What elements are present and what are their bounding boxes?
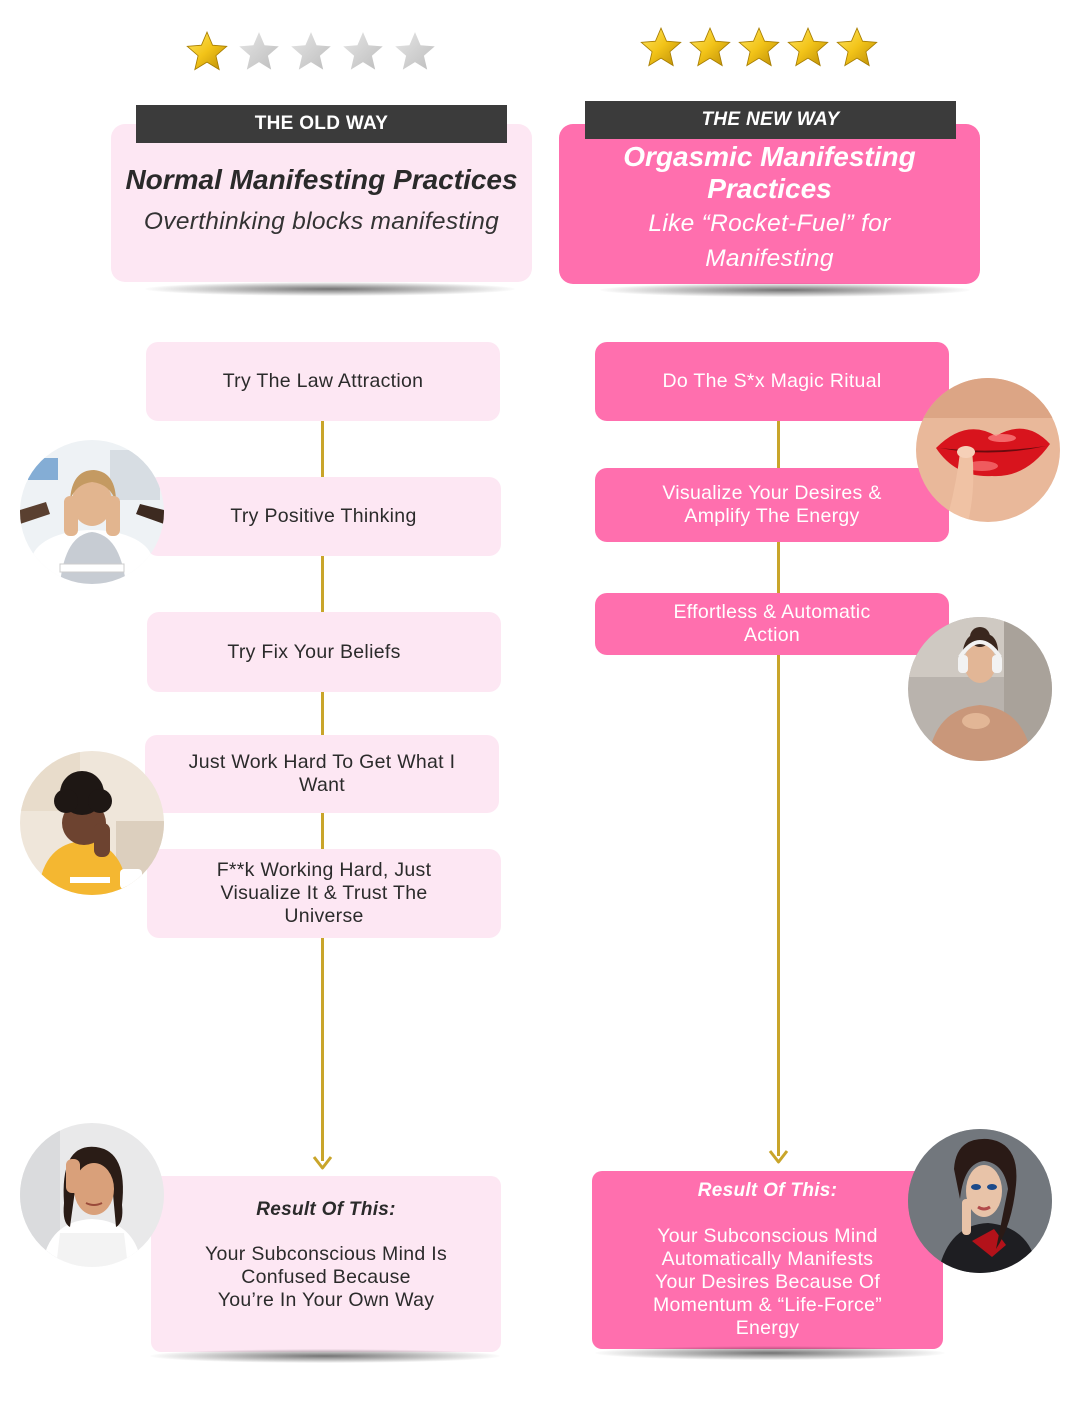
new-way-result-title: Result Of This:	[697, 1180, 838, 1201]
new-way-title: Orgasmic Manifesting Practices	[559, 141, 980, 205]
left-star-rating	[186, 30, 436, 72]
old-way-result-shadow	[150, 1349, 500, 1363]
old-way-result-title: Result Of This:	[256, 1199, 396, 1220]
star-empty-icon	[395, 32, 435, 70]
stressed-woman-desk-photo	[20, 440, 164, 584]
old-way-step-2: Try Positive Thinking	[146, 477, 501, 556]
old-way-title: Normal Manifesting Practices	[125, 164, 518, 195]
frustrated-girl-photo	[20, 751, 164, 895]
new-way-result-shadow	[595, 1346, 945, 1360]
old-way-result-card: Result Of This: Your Subconscious Mind I…	[151, 1176, 501, 1352]
new-way-header-shadow	[600, 283, 970, 297]
old-way-step-5: F**k Working Hard, Just Visualize It & T…	[147, 849, 501, 938]
new-way-tag: THE NEW WAY	[585, 101, 956, 139]
new-way-subtitle: Like “Rocket-Fuel” for Manifesting	[559, 206, 980, 276]
arrow-down-icon	[768, 1150, 789, 1164]
new-way-result-line-5: Energy	[735, 1317, 800, 1339]
new-way-result-line-3: Your Desires Because Of	[654, 1271, 881, 1293]
star-empty-icon	[291, 32, 331, 70]
star-filled-icon	[787, 27, 829, 67]
new-way-header-card: Orgasmic Manifesting Practices Like “Roc…	[559, 124, 980, 284]
star-filled-icon	[640, 27, 682, 67]
new-way-step-3: Effortless & Automatic Action	[595, 593, 949, 655]
star-filled-icon	[186, 31, 228, 71]
old-way-header-shadow	[145, 282, 515, 296]
star-empty-icon	[343, 32, 383, 70]
old-way-result-line-3: You’re In Your Own Way	[217, 1289, 435, 1311]
new-way-step-2: Visualize Your Desires & Amplify The Ene…	[595, 468, 949, 542]
old-way-header-card: Normal Manifesting Practices Overthinkin…	[111, 124, 532, 282]
confident-woman-photo	[908, 1129, 1052, 1273]
red-lips-photo	[916, 378, 1060, 522]
arrow-down-icon	[312, 1156, 333, 1170]
new-way-title-line-1: Orgasmic Manifesting	[623, 141, 916, 172]
new-way-result-line-4: Momentum & “Life-Force”	[652, 1294, 883, 1316]
star-filled-icon	[836, 27, 878, 67]
new-way-subtitle-line-1: Like “Rocket-Fuel” for	[648, 210, 891, 237]
star-filled-icon	[689, 27, 731, 67]
star-empty-icon	[239, 32, 279, 70]
woman-headphones-photo	[908, 617, 1052, 761]
old-way-result-line-1: Your Subconscious Mind Is	[205, 1243, 447, 1265]
star-filled-icon	[738, 27, 780, 67]
old-way-step-3: Try Fix Your Beliefs	[147, 612, 501, 692]
new-way-result-line-1: Your Subconscious Mind	[657, 1225, 878, 1247]
old-way-step-1: Try The Law Attraction	[146, 342, 500, 421]
new-way-subtitle-line-2: Manifesting	[705, 245, 834, 272]
old-way-result-line-2: Confused Because	[241, 1266, 411, 1288]
worried-woman-photo	[20, 1123, 164, 1267]
new-way-connector	[777, 421, 780, 1156]
new-way-result-line-2: Automatically Manifests	[661, 1248, 874, 1270]
new-way-step-1: Do The S*x Magic Ritual	[595, 342, 949, 421]
new-way-title-line-2: Practices	[707, 173, 832, 204]
right-star-rating	[640, 26, 878, 68]
new-way-result-card: Result Of This: Your Subconscious Mind A…	[592, 1171, 943, 1349]
old-way-subtitle: Overthinking blocks manifesting	[143, 208, 500, 235]
old-way-tag: THE OLD WAY	[136, 105, 507, 143]
old-way-step-4: Just Work Hard To Get What I Want	[145, 735, 499, 813]
